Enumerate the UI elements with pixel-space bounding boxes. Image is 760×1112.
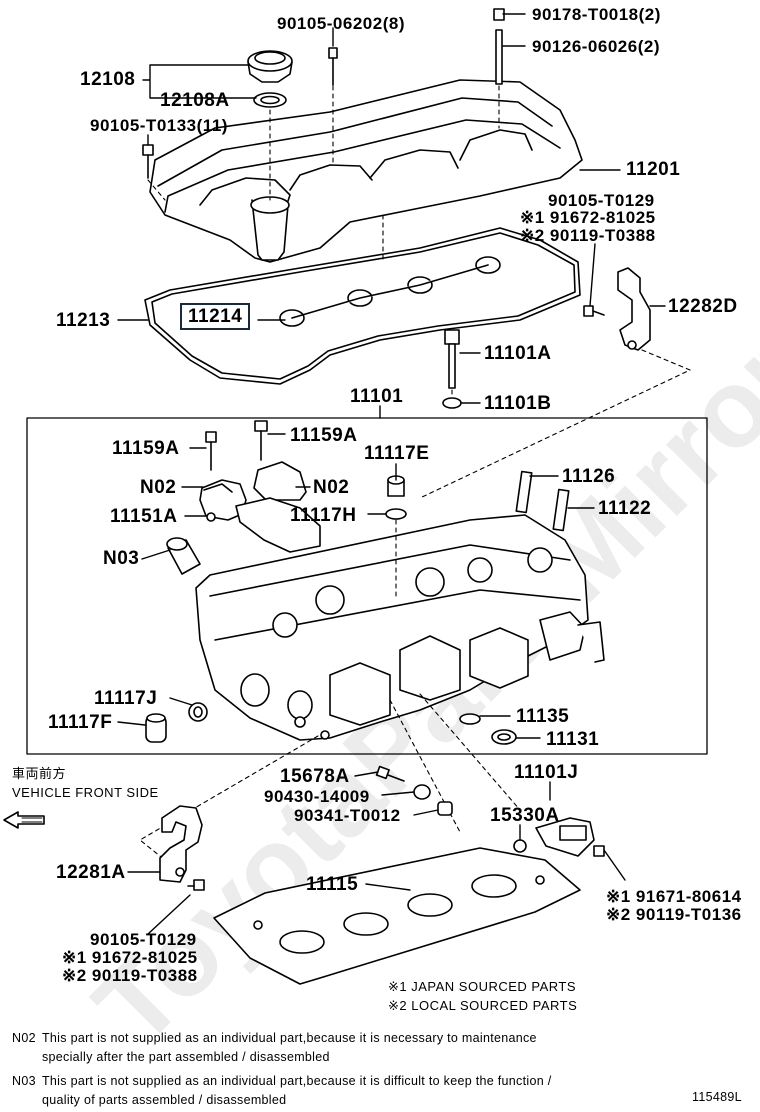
label-11213: 11213 <box>56 310 111 331</box>
label-11115: 11115 <box>306 874 359 895</box>
exhaust-gasket-11131 <box>491 729 517 745</box>
label-12281a: 12281A <box>56 862 126 883</box>
label-90119-t0388-bot: ※2 90119-T0388 <box>62 966 198 985</box>
label-91672-81025-top: ※1 91672-81025 <box>520 208 656 227</box>
label-90105-t0129-top: 90105-T0129 <box>548 191 655 210</box>
label-11201: 11201 <box>626 159 681 180</box>
legend-japan-sourced: ※1 JAPAN SOURCED PARTS <box>388 979 577 994</box>
note-n02-line1: This part is not supplied as an individu… <box>42 1031 537 1045</box>
label-n02-left: N02 <box>140 477 177 498</box>
label-91671-80614: ※1 91671-80614 <box>606 887 742 906</box>
oil-filler-cap <box>247 50 293 83</box>
label-11122: 11122 <box>598 498 652 519</box>
cap-bolt-right <box>254 420 268 461</box>
cylinder-head <box>195 514 605 741</box>
label-90341-t0012: 90341-T0012 <box>294 806 401 825</box>
head-bolt-washer <box>442 397 462 409</box>
label-90178-t0018: 90178-T0018(2) <box>532 5 661 24</box>
label-11101b: 11101B <box>484 393 552 414</box>
oil-filler-tower <box>250 196 290 261</box>
hanger-bolt-front <box>187 879 205 891</box>
label-90105-t0129-bot: 90105-T0129 <box>90 930 197 949</box>
head-cover-gasket <box>144 227 581 385</box>
label-11131: 11131 <box>546 729 600 750</box>
cylinder-head-plug-n03 <box>166 537 201 575</box>
note-n03-line1: This part is not supplied as an individu… <box>42 1074 552 1088</box>
label-11117e: 11117E <box>364 443 430 464</box>
engine-hanger-front <box>159 805 203 883</box>
label-15678a: 15678A <box>280 766 350 787</box>
label-11117f: 11117F <box>48 712 113 733</box>
label-90119-t0136: ※2 90119-T0136 <box>606 905 742 924</box>
label-11117h: 11117H <box>290 505 357 526</box>
label-12108: 12108 <box>80 69 136 90</box>
front-arrow <box>3 811 45 829</box>
label-11101: 11101 <box>350 386 404 407</box>
note-n03-code: N03 <box>12 1074 36 1088</box>
union-bolt-plug <box>437 801 453 816</box>
label-90105-t0133: 90105-T0133(11) <box>90 116 228 135</box>
label-11101a: 11101A <box>484 343 552 364</box>
label-15330a: 15330A <box>490 805 560 826</box>
side-plug <box>145 713 167 743</box>
oil-control-valve <box>535 817 605 857</box>
label-90126-06026: 90126-06026(2) <box>532 37 660 56</box>
ocv-o-ring <box>513 839 527 853</box>
note-n02-code: N02 <box>12 1031 36 1045</box>
label-11214-highlighted: 11214 <box>180 303 251 330</box>
label-n03: N03 <box>103 548 140 569</box>
camshaft-bearing-cap-right <box>253 461 307 501</box>
exhaust-stud <box>515 470 533 514</box>
label-90430-14009: 90430-14009 <box>264 787 370 806</box>
plug-tube-gasket <box>279 256 501 327</box>
straight-pin <box>206 512 216 522</box>
vehicle-front-en: VEHICLE FRONT SIDE <box>12 785 159 800</box>
label-n02-right: N02 <box>313 477 350 498</box>
label-12108a: 12108A <box>160 90 230 111</box>
cover-bolt-top <box>328 47 338 86</box>
label-11151a: 11151A <box>110 506 178 527</box>
legend-local-sourced: ※2 LOCAL SOURCED PARTS <box>388 998 578 1013</box>
label-11126: 11126 <box>562 466 616 487</box>
exhaust-gasket-11135 <box>459 713 481 725</box>
head-bolt <box>444 329 460 389</box>
figure-id: 115489L <box>692 1090 742 1104</box>
cover-bolt-left <box>142 144 154 179</box>
label-11159a-right: 11159A <box>290 425 358 446</box>
label-11117j: 11117J <box>94 688 158 709</box>
hanger-bolt-rear <box>583 305 605 317</box>
note-n02-line2: specially after the part assembled / dis… <box>42 1050 330 1064</box>
cylinder-head-gasket <box>213 847 581 985</box>
cylinder-head-sub-assy-frame <box>26 417 708 755</box>
label-11159a-left: 11159A <box>112 438 180 459</box>
label-90119-t0388-top: ※2 90119-T0388 <box>520 226 656 245</box>
cap-bolt-left <box>205 431 217 471</box>
oil-control-valve-bolt <box>375 765 405 782</box>
camshaft-bearing-cap-left <box>199 479 247 521</box>
engine-hanger-rear <box>617 267 651 351</box>
label-11135: 11135 <box>516 706 570 727</box>
valve-guide-bushing <box>552 488 570 532</box>
plug-gasket <box>385 508 407 520</box>
note-n03-line2: quality of parts assembled / disassemble… <box>42 1093 287 1107</box>
union-gasket <box>413 784 431 800</box>
stud-bolt-top <box>493 8 505 85</box>
label-90105-06202: 90105-06202(8) <box>277 14 405 33</box>
label-11101j: 11101J <box>514 762 579 783</box>
vehicle-front-jp: 車両前方 <box>12 766 67 781</box>
side-plug-gasket <box>188 702 208 722</box>
cap-gasket <box>253 92 287 108</box>
label-91672-81025-bot: ※1 91672-81025 <box>62 948 198 967</box>
camshaft-bearing-cap-lower <box>235 497 321 553</box>
label-12282d: 12282D <box>668 296 738 317</box>
